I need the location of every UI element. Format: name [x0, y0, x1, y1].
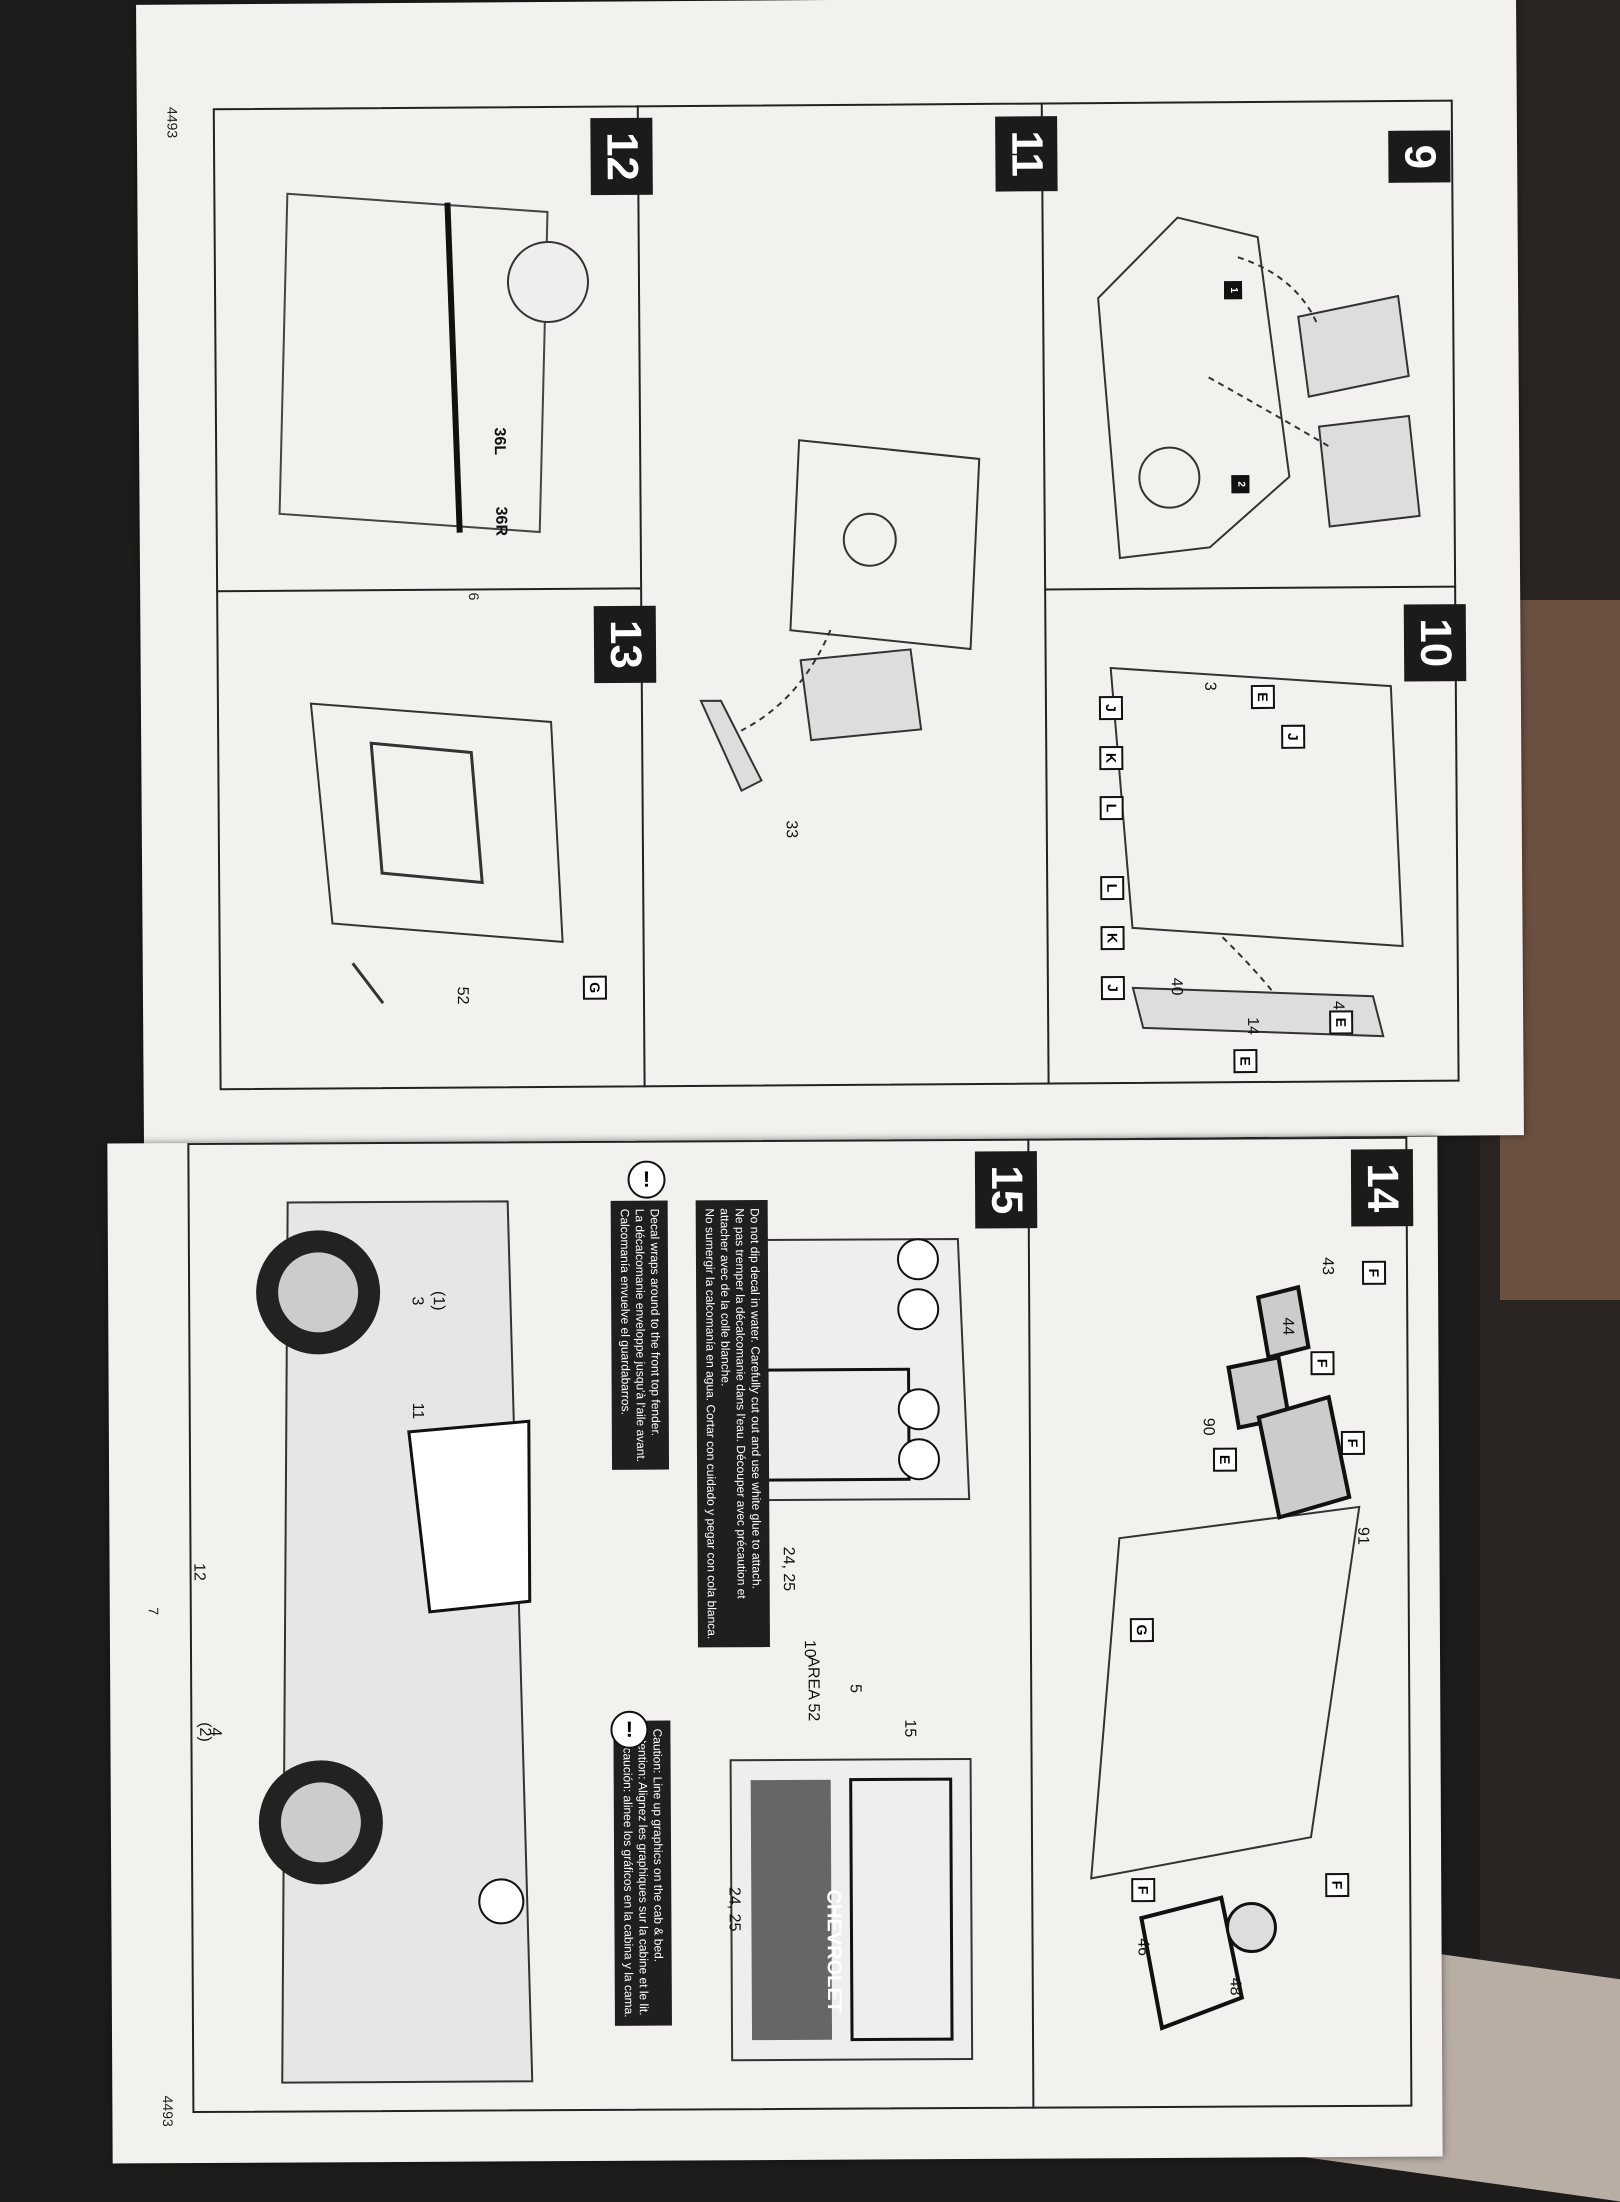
part-33-label: 33 [782, 820, 800, 839]
decal-e-1: E [1250, 684, 1275, 710]
plate-front: AREA 52 [804, 1656, 822, 1722]
part-40-label: 40 [1167, 977, 1185, 996]
callout-paren-1: (1) [429, 1290, 447, 1311]
page-number-6: 6 [466, 592, 483, 601]
part-44-label: 44 [1279, 1317, 1297, 1336]
part-46-label: 46 [1134, 1938, 1152, 1957]
part-3-label: 3 [1201, 681, 1219, 691]
part-48-label: 48 [1226, 1977, 1244, 1996]
decal-g: G [582, 975, 607, 1000]
decal-j: J [1281, 724, 1306, 749]
part-52-label: 52 [453, 986, 471, 1005]
callout-11: 11 [409, 1402, 427, 1420]
decal-e-3: E [1233, 1049, 1258, 1074]
step11-drawing [699, 439, 981, 792]
callout-5: 5 [846, 1684, 864, 1694]
caution-alignment-note: Caution: Line up graphics on the cab & b… [613, 1720, 672, 2026]
part-36l-label: 36L [490, 427, 508, 456]
part-43-label: 43 [1318, 1257, 1336, 1276]
decal-letter-l-2: L [1100, 875, 1125, 901]
instruction-sheet-page-7: 14 43 44 90 91 46 48 F F E F G F F 15 AR… [107, 1136, 1443, 2164]
step12-drawing [278, 192, 589, 534]
part-4-label: 4 [1329, 1000, 1347, 1010]
decal-g-14: G [1129, 1618, 1154, 1643]
warning-icon-caution: ! [610, 1710, 649, 1749]
decal-f-4: F [1131, 1878, 1156, 1903]
page-number-7: 7 [145, 1607, 162, 1616]
part-14-label: 14 [1244, 1017, 1262, 1036]
truck-rear-view [729, 1757, 974, 2062]
callout-12: 12 [190, 1563, 208, 1581]
callout-2: 2 [1231, 475, 1250, 494]
callout-24-25-front: 24, 25 [779, 1546, 797, 1592]
truck-side-view [256, 1200, 534, 2084]
decal-f-5: F [1325, 1872, 1350, 1898]
step13-drawing [309, 702, 564, 1005]
decal-f-2: F [1310, 1351, 1335, 1376]
instruction-sheet-page-6: 9 1 2 10 3 4 14 40 E E E J J K L L K J 1… [136, 0, 1524, 1145]
decal-letter-k-2: K [1100, 925, 1125, 951]
part-90-label: 90 [1199, 1417, 1217, 1436]
warning-icon: ! [627, 1160, 666, 1199]
part-36r-label: 36R [492, 506, 510, 537]
decal-letter-j-2: J [1100, 975, 1126, 1001]
decal-water-note: Do not dip decal in water. Carefully cut… [695, 1200, 770, 1648]
step14-drawing [1090, 1284, 1361, 2031]
part-91-label: 91 [1354, 1526, 1372, 1545]
callout-1: 1 [1223, 281, 1243, 300]
step-number-14: 14 [1350, 1149, 1414, 1227]
tailgate-text: CHEVROLET [822, 1889, 846, 2013]
decal-letter-j: J [1098, 695, 1124, 721]
decal-f-1: F [1361, 1260, 1387, 1285]
decal-letter-k: K [1099, 745, 1124, 771]
decal-letter-l: L [1099, 795, 1124, 821]
decal-f-3: F [1340, 1430, 1365, 1456]
page-code-top: 4493 [164, 106, 181, 139]
callout-paren-2: (2) [196, 1722, 214, 1742]
step9-drawing [1097, 216, 1421, 560]
callout-10: 10 [800, 1639, 818, 1658]
fender-decal-note: Decal wraps around to the front top fend… [610, 1200, 670, 1471]
step-number-11: 11 [995, 116, 1058, 192]
page-code-bottom: 4493 [159, 2095, 177, 2127]
decal-e: E [1212, 1447, 1238, 1472]
step-number-15: 15 [974, 1151, 1038, 1229]
callout-15: 15 [901, 1719, 919, 1738]
callout-24-25-rear: 24, 25 [725, 1886, 743, 1932]
decal-e-2: E [1329, 1010, 1354, 1035]
step10-drawing [1109, 666, 1404, 1038]
callout-3: 3 [408, 1296, 426, 1306]
